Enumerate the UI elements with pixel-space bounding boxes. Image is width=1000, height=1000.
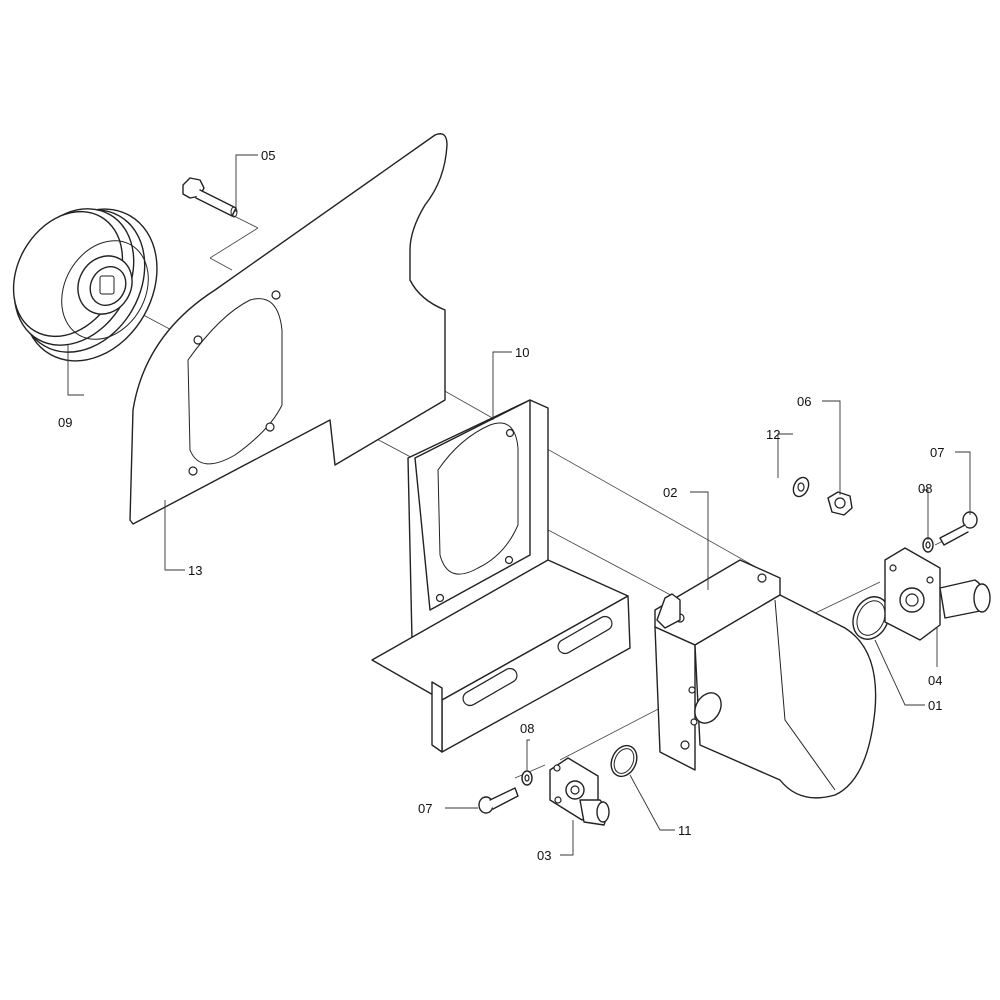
mounting-plate (129, 133, 448, 525)
cap-screw-lower (478, 787, 519, 814)
callout-13: 13 (188, 563, 202, 578)
callout-08-right: 08 (918, 481, 932, 496)
washer-top (792, 476, 810, 498)
callout-08-lower: 08 (520, 721, 534, 736)
callout-07-right: 07 (930, 445, 944, 460)
callout-10: 10 (515, 345, 529, 360)
callout-12: 12 (766, 427, 780, 442)
flange-fitting-lower (549, 757, 610, 826)
flange-fitting-right (884, 547, 991, 641)
callout-09: 09 (58, 415, 72, 430)
callout-05: 05 (261, 148, 275, 163)
pulley (12, 208, 158, 362)
o-ring-small (610, 744, 638, 778)
callout-01: 01 (928, 698, 942, 713)
washer-lower (521, 770, 533, 786)
hex-bolt (182, 177, 238, 218)
callout-11: 11 (678, 823, 692, 838)
cap-screw-right (939, 511, 978, 546)
hydraulic-pump (654, 559, 877, 799)
leader-lines (67, 154, 971, 856)
angle-bracket (371, 399, 631, 753)
hex-nut (827, 491, 853, 516)
washer-right (922, 537, 934, 553)
callout-04: 04 (928, 673, 942, 688)
callout-02: 02 (663, 485, 677, 500)
callout-03: 03 (537, 848, 551, 863)
callout-labels: 05 09 13 10 02 12 06 07 08 04 01 08 07 0… (58, 148, 944, 863)
callout-06: 06 (797, 394, 811, 409)
callout-07-lower: 07 (418, 801, 432, 816)
o-ring-large (852, 596, 890, 640)
